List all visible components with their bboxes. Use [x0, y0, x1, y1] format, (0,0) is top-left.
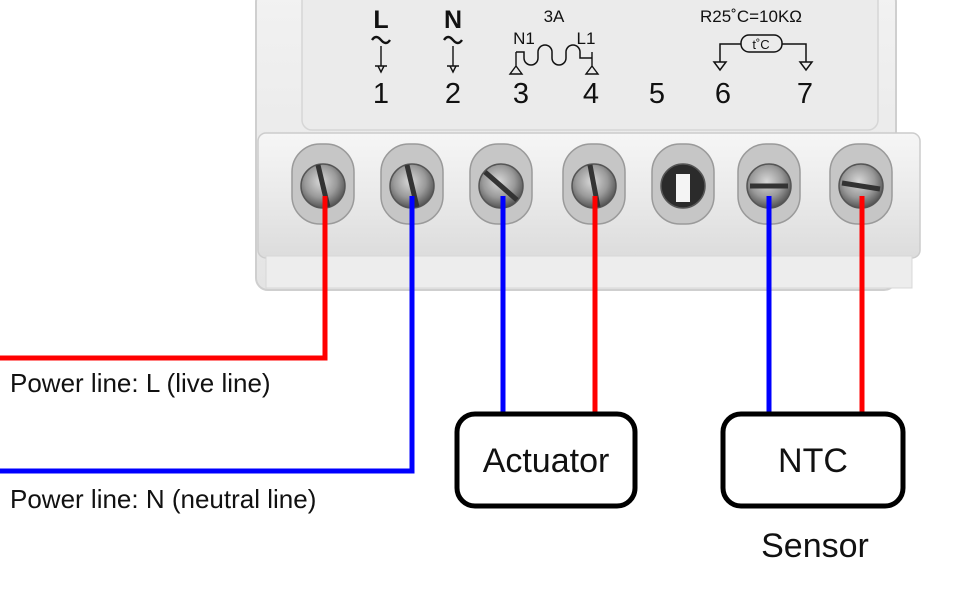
actuator-box-frame — [454, 411, 638, 509]
relay-coil-icon — [516, 44, 592, 66]
terminal-4 — [562, 143, 626, 225]
terminal-5-number: 5 — [649, 78, 665, 110]
relay-contact-3-icon — [508, 52, 524, 75]
terminal-6 — [737, 143, 801, 225]
terminal-4-number: 4 — [583, 78, 599, 110]
ntc-label: NTC — [778, 442, 848, 480]
ground-arrow-1 — [375, 46, 387, 74]
sensor-label: Sensor — [761, 527, 869, 565]
ntc-spec: R25˚C=10KΩ — [700, 7, 802, 26]
wire-power-live — [0, 196, 328, 361]
terminal-2 — [380, 143, 444, 225]
terminal-3-symbol: N1 — [513, 29, 535, 48]
terminal-7-screw-slot — [841, 180, 881, 192]
ntc-box-frame — [720, 411, 906, 509]
ac-symbol-2 — [443, 35, 463, 45]
terminal-2-screw-slot — [404, 164, 420, 208]
power-line-n-label: Power line: N (neutral line) — [10, 484, 316, 514]
ntc-box: NTC — [720, 411, 906, 509]
terminal-4-symbol: L1 — [577, 29, 596, 48]
terminal-block-base — [265, 255, 913, 289]
terminal-3 — [469, 143, 533, 225]
actuator-label: Actuator — [483, 442, 610, 480]
terminal-2-symbol: N — [444, 6, 462, 34]
terminal-3-screw-slot — [483, 170, 519, 202]
wire-power-neutral — [0, 196, 415, 474]
terminal-2-number: 2 — [445, 78, 461, 110]
terminal-1-symbol: L — [373, 6, 388, 34]
ntc-wiring-icon — [712, 43, 814, 72]
terminal-5 — [651, 143, 715, 225]
label-panel — [301, 0, 879, 131]
ntc-symbol-icon — [740, 34, 783, 53]
terminal-1 — [291, 143, 355, 225]
power-line-l-label: Power line: L (live line) — [10, 368, 271, 398]
terminal-7-number: 7 — [797, 78, 813, 110]
terminal-5-clamp — [676, 174, 690, 202]
device-legend: L N 3A N1 L1 R25˚C=10KΩ t˚C 1 2 3 4 5 6 … — [371, 6, 814, 110]
ntc-symbol-text: t˚C — [752, 37, 769, 52]
terminal-6-number: 6 — [715, 78, 731, 110]
relay-rating: 3A — [544, 7, 565, 26]
terminal-3-number: 3 — [513, 78, 529, 110]
terminal-7 — [829, 143, 893, 225]
relay-contact-4-icon — [584, 52, 600, 75]
wires — [0, 196, 865, 474]
ac-symbol-1 — [371, 35, 391, 45]
ground-arrow-2 — [447, 46, 459, 74]
actuator-box: Actuator — [454, 411, 638, 509]
terminal-1-number: 1 — [373, 78, 389, 110]
